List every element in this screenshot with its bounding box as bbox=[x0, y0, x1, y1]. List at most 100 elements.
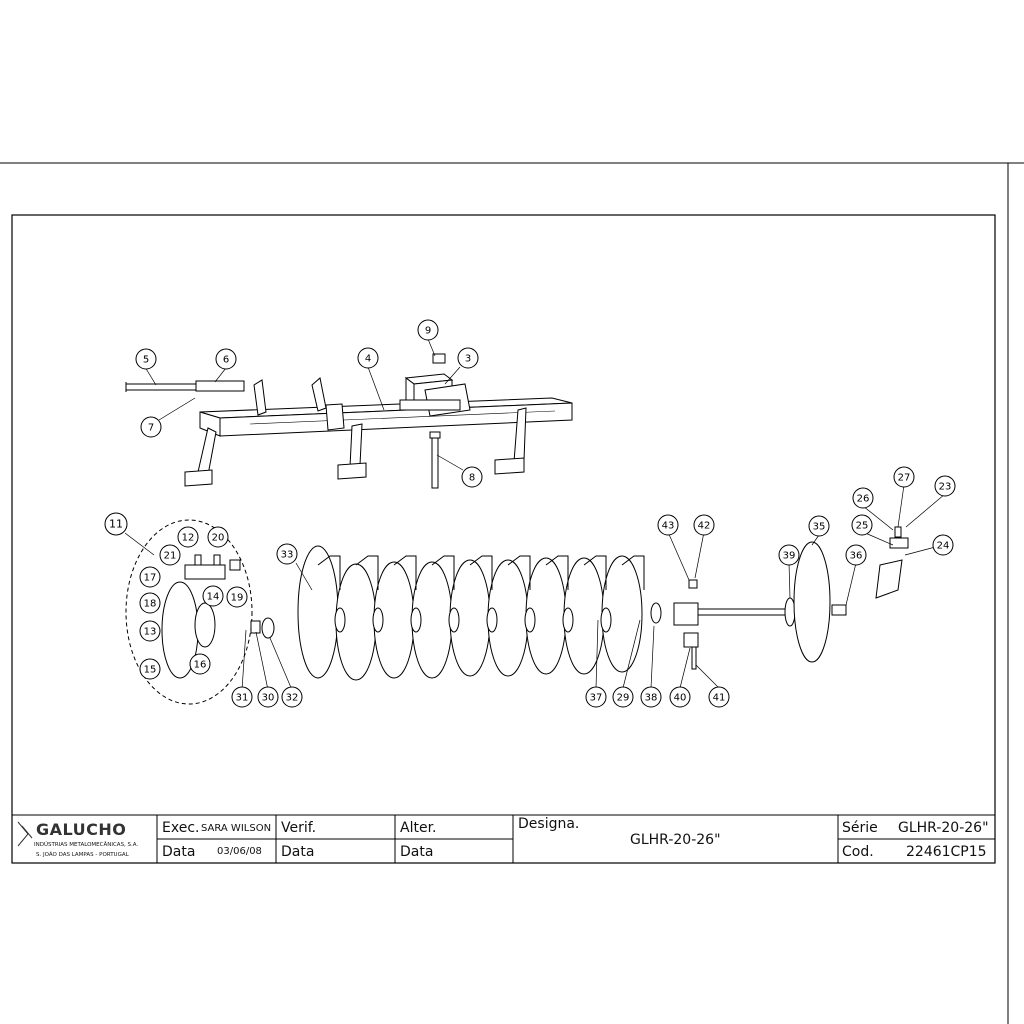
callout-circle bbox=[585, 686, 607, 708]
callout-number: 42 bbox=[698, 521, 711, 532]
galucho-logo-mark bbox=[17, 821, 33, 847]
callout-21: 21 bbox=[159, 544, 181, 566]
company-location: S. JOÃO DAS LAMPAS - PORTUGAL bbox=[36, 852, 129, 858]
callout-number: 43 bbox=[662, 521, 675, 532]
callout-number: 24 bbox=[937, 541, 950, 552]
callout-27: 27 bbox=[893, 466, 915, 488]
callout-circle bbox=[159, 544, 181, 566]
callout-4: 4 bbox=[357, 347, 379, 369]
date-label: Data bbox=[162, 844, 196, 860]
callout-number: 31 bbox=[236, 693, 249, 704]
callout-20: 20 bbox=[207, 526, 229, 548]
callout-number: 27 bbox=[898, 473, 911, 484]
callout-circle bbox=[808, 515, 830, 537]
callout-16: 16 bbox=[189, 653, 211, 675]
callout-number: 13 bbox=[144, 627, 157, 638]
callout-43: 43 bbox=[657, 514, 679, 536]
callout-circle bbox=[140, 416, 162, 438]
callout-32: 32 bbox=[281, 686, 303, 708]
callout-11: 11 bbox=[104, 512, 128, 536]
callout-circle bbox=[417, 319, 439, 341]
alter-date-label: Data bbox=[400, 844, 434, 860]
callout-23: 23 bbox=[934, 475, 956, 497]
callout-3: 3 bbox=[457, 347, 479, 369]
callout-number: 7 bbox=[148, 423, 154, 434]
date-value: 03/06/08 bbox=[217, 846, 262, 857]
callout-circle bbox=[215, 348, 237, 370]
callout-41: 41 bbox=[708, 686, 730, 708]
callout-number: 33 bbox=[281, 550, 294, 561]
callout-number: 12 bbox=[182, 533, 195, 544]
verif-label: Verif. bbox=[281, 820, 317, 836]
leader-lines bbox=[124, 338, 946, 691]
callout-number: 23 bbox=[939, 482, 952, 493]
callout-35: 35 bbox=[808, 515, 830, 537]
callout-circle bbox=[357, 347, 379, 369]
callout-circle bbox=[226, 586, 248, 608]
callout-number: 8 bbox=[469, 473, 475, 484]
callout-circle bbox=[852, 487, 874, 509]
callout-7: 7 bbox=[140, 416, 162, 438]
exec-label: Exec. bbox=[162, 820, 200, 836]
callout-number: 21 bbox=[164, 551, 177, 562]
callout-circle bbox=[657, 514, 679, 536]
callout-36: 36 bbox=[845, 544, 867, 566]
callout-circle bbox=[257, 686, 279, 708]
callout-circle bbox=[139, 566, 161, 588]
callout-number: 39 bbox=[783, 551, 796, 562]
callout-circle bbox=[851, 514, 873, 536]
alter-label: Alter. bbox=[400, 820, 437, 836]
callout-circle bbox=[276, 543, 298, 565]
callout-8: 8 bbox=[461, 466, 483, 488]
callout-circle bbox=[189, 653, 211, 675]
company-logo: GALUCHO bbox=[36, 820, 127, 839]
callout-number: 17 bbox=[144, 573, 157, 584]
callout-25: 25 bbox=[851, 514, 873, 536]
callout-37: 37 bbox=[585, 686, 607, 708]
callout-circle bbox=[893, 466, 915, 488]
callout-number: 35 bbox=[813, 522, 826, 533]
callout-6: 6 bbox=[215, 348, 237, 370]
callout-number: 11 bbox=[109, 518, 123, 531]
callout-circle bbox=[177, 526, 199, 548]
callout-number: 32 bbox=[286, 693, 299, 704]
callout-circle bbox=[139, 592, 161, 614]
callout-number: 26 bbox=[857, 494, 870, 505]
cod-label: Cod. bbox=[842, 844, 874, 860]
company-subtitle: INDÚSTRIAS METALOMECÂNICAS, S.A. bbox=[34, 842, 139, 848]
callout-24: 24 bbox=[932, 534, 954, 556]
callout-number: 9 bbox=[425, 326, 431, 337]
disc-gang bbox=[125, 519, 909, 705]
callout-circle bbox=[845, 544, 867, 566]
callout-circle bbox=[135, 348, 157, 370]
callout-number: 16 bbox=[194, 660, 207, 671]
designa-label: Designa. bbox=[518, 816, 580, 832]
callout-circle bbox=[778, 544, 800, 566]
callout-number: 14 bbox=[207, 592, 220, 603]
callout-18: 18 bbox=[139, 592, 161, 614]
callout-38: 38 bbox=[640, 686, 662, 708]
callout-circle bbox=[457, 347, 479, 369]
callout-number: 6 bbox=[223, 355, 229, 366]
callout-26: 26 bbox=[852, 487, 874, 509]
callout-circle bbox=[139, 620, 161, 642]
callout-number: 19 bbox=[231, 593, 244, 604]
callout-15: 15 bbox=[139, 658, 161, 680]
callout-number: 30 bbox=[262, 693, 275, 704]
callout-circle bbox=[139, 658, 161, 680]
callout-number: 4 bbox=[365, 354, 371, 365]
callout-5: 5 bbox=[135, 348, 157, 370]
callout-12: 12 bbox=[177, 526, 199, 548]
callout-number: 40 bbox=[674, 693, 687, 704]
callout-14: 14 bbox=[202, 585, 224, 607]
frame-assembly bbox=[125, 353, 573, 489]
callout-42: 42 bbox=[693, 514, 715, 536]
callout-number: 20 bbox=[212, 533, 225, 544]
exec-value: SARA WILSON bbox=[201, 823, 272, 834]
callout-number: 29 bbox=[617, 693, 630, 704]
callout-39: 39 bbox=[778, 544, 800, 566]
callout-circle bbox=[231, 686, 253, 708]
callout-circle bbox=[104, 512, 128, 536]
